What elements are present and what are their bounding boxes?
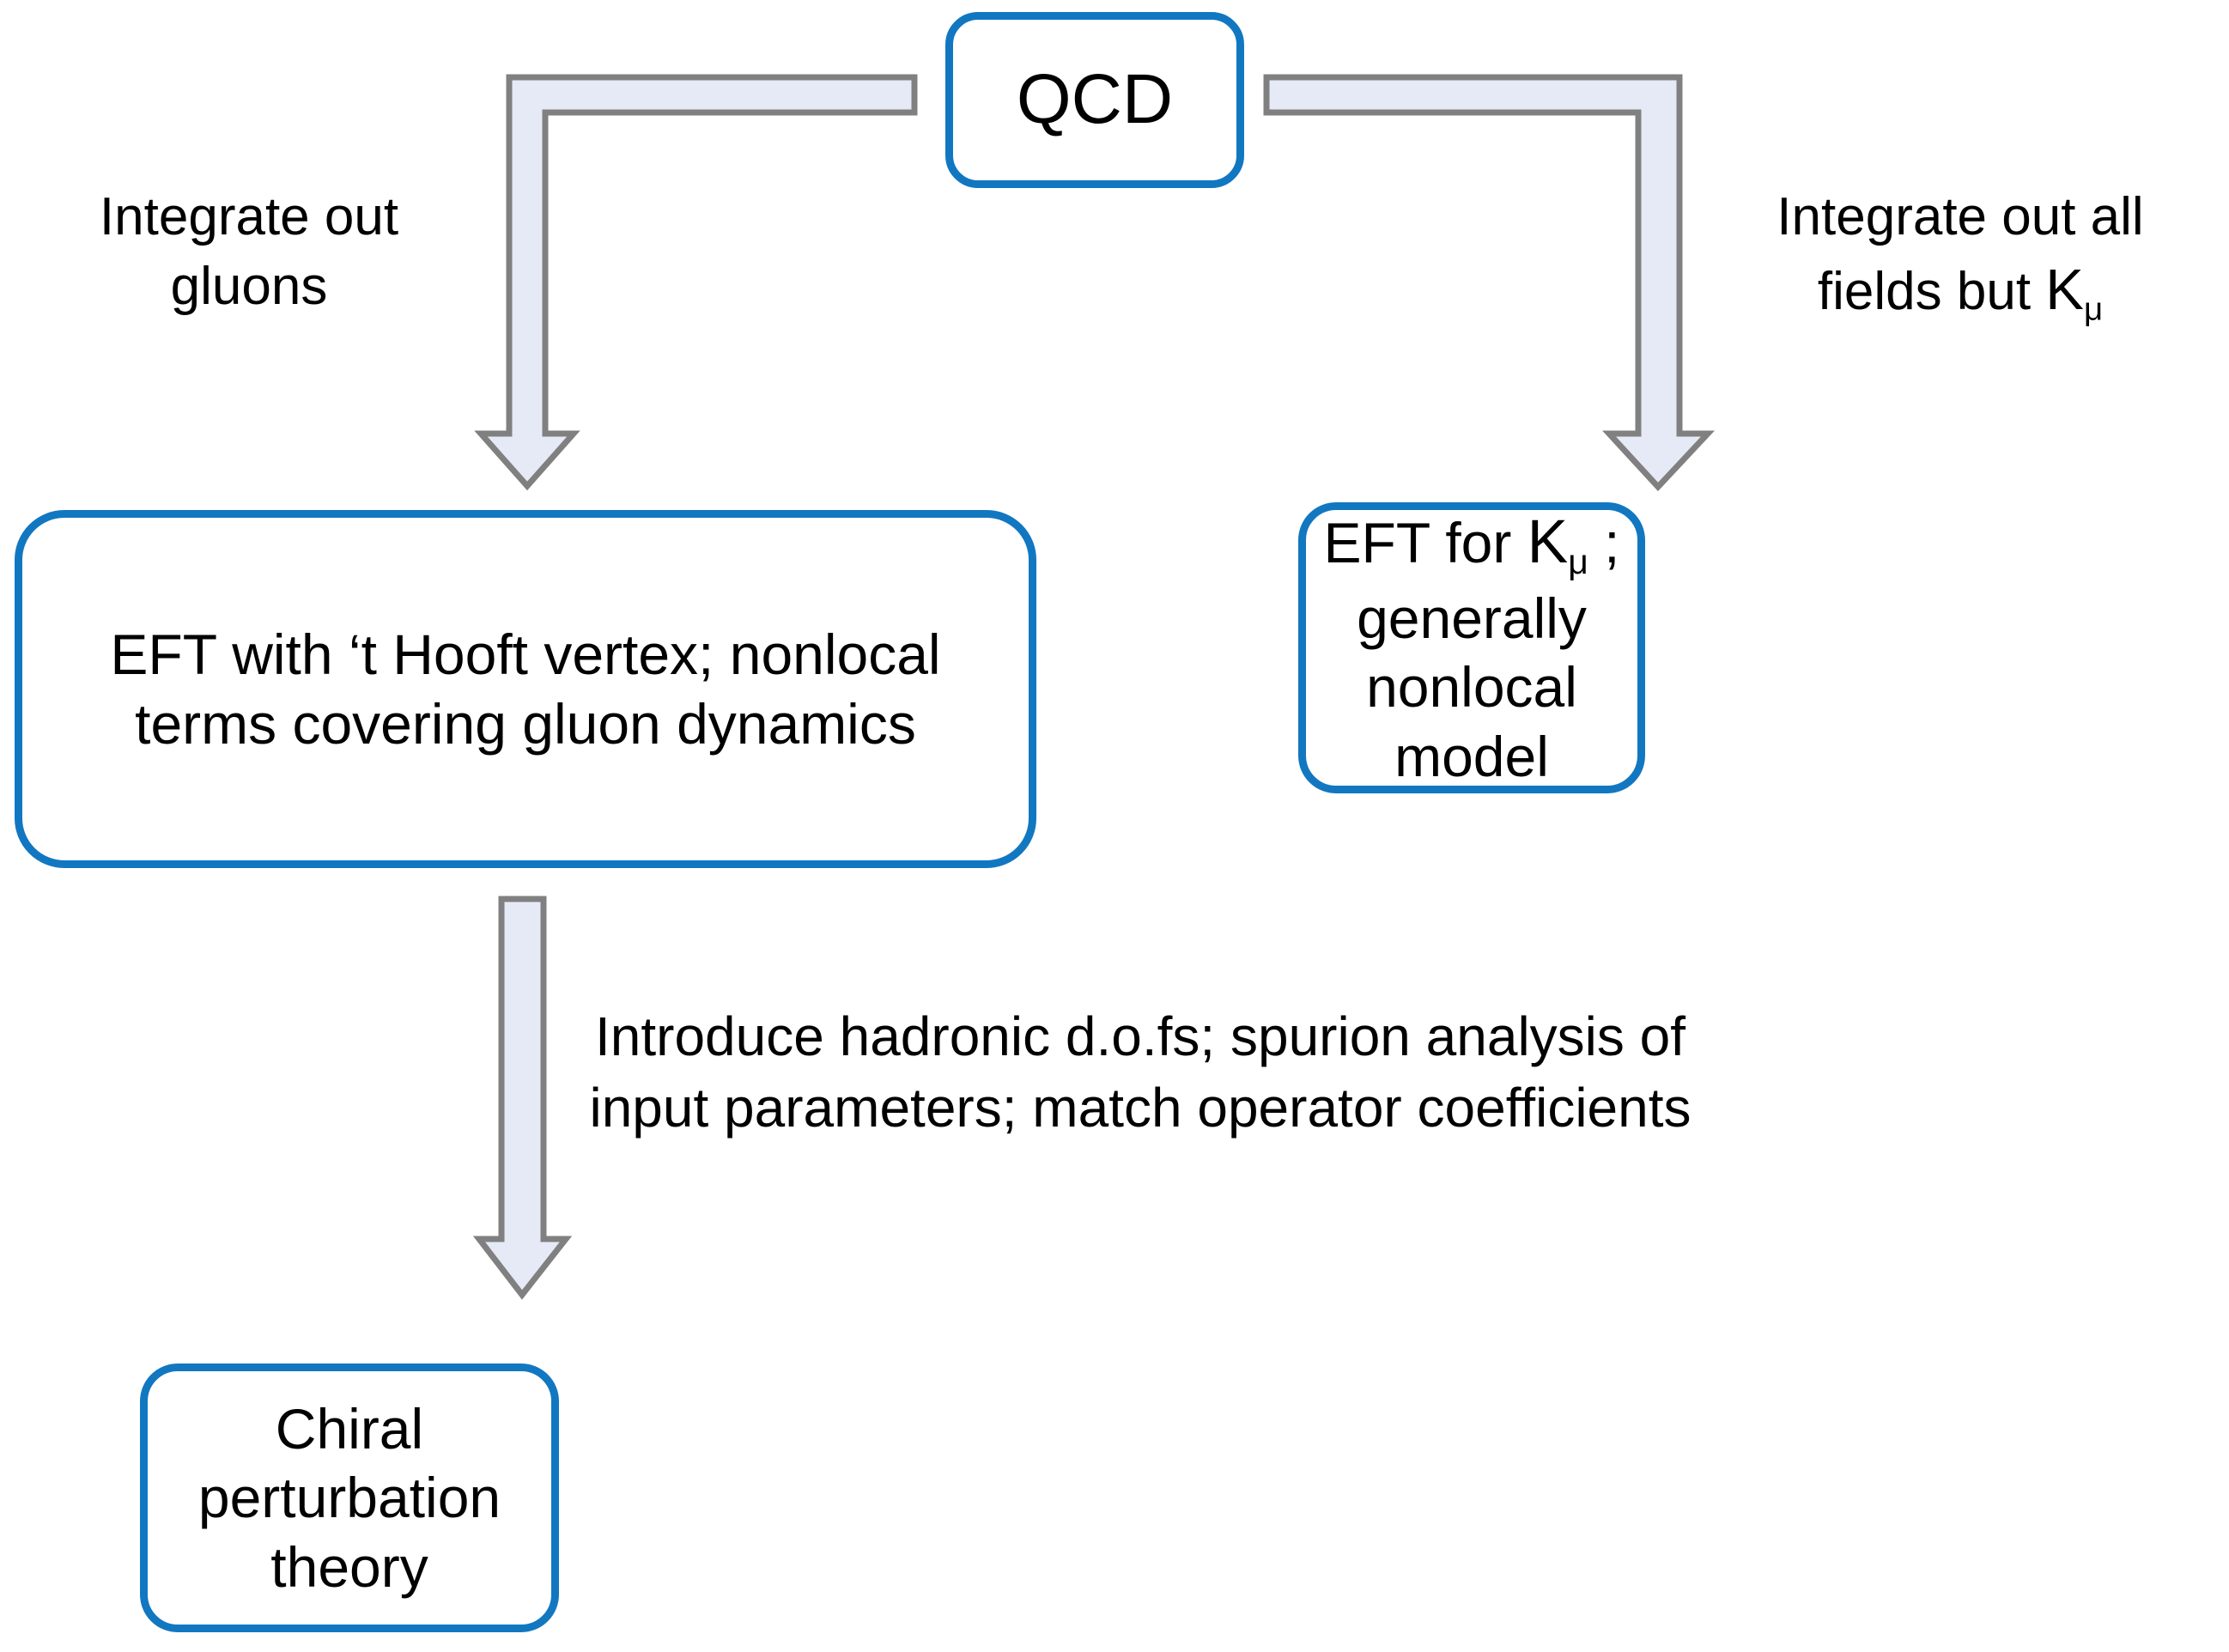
node-qcd[interactable]: QCD [945, 12, 1244, 188]
node-eft-for-k-mu-label-k-subscript: μ [1568, 541, 1588, 581]
node-eft-for-k-mu-label-k: K [1527, 507, 1569, 576]
node-chiral-perturbation-theory[interactable]: Chiral perturbation theory [140, 1364, 559, 1632]
edge-label-integrate-out-all-fields-line2-k-subscript: μ [2083, 289, 2104, 327]
arrow-qcd-to-eft-gluon [474, 74, 918, 491]
node-eft-for-k-mu-label: EFT for Kμ ; generally nonlocal model [1306, 505, 1637, 792]
node-qcd-label: QCD [1016, 60, 1174, 139]
arrow-qcd-to-eft-k [1263, 74, 1716, 492]
edge-label-integrate-out-gluons: Integrate out gluons [99, 187, 399, 316]
node-chiral-perturbation-theory-label: Chiral perturbation theory [197, 1396, 501, 1599]
node-eft-for-k-mu-label-suffix: ; generally nonlocal model [1357, 510, 1620, 788]
node-eft-for-k-mu-label-prefix: EFT for [1323, 510, 1528, 574]
node-eft-for-k-mu[interactable]: EFT for Kμ ; generally nonlocal model [1298, 502, 1645, 793]
edge-label-integrate-out-all-fields-line1: Integrate out all [1777, 187, 2144, 246]
node-eft-with-t-hooft-vertex-label: EFT with ‘t Hooft vertex; nonlocal terms… [110, 622, 941, 756]
edge-label-integrate-out-all-fields: Integrate out all fields but Kμ [1696, 183, 2225, 331]
edge-label-integrate-out-all-fields-line2-k: K [2045, 257, 2084, 322]
edge-label-integrate-out-all-fields-line2-prefix: fields but [1817, 261, 2046, 321]
edge-label-introduce-hadronic-dofs: Introduce hadronic d.o.fs; spurion analy… [589, 1005, 1691, 1139]
arrow-eft-gluon-to-chpt [472, 896, 573, 1300]
node-eft-with-t-hooft-vertex[interactable]: EFT with ‘t Hooft vertex; nonlocal terms… [15, 510, 1036, 868]
